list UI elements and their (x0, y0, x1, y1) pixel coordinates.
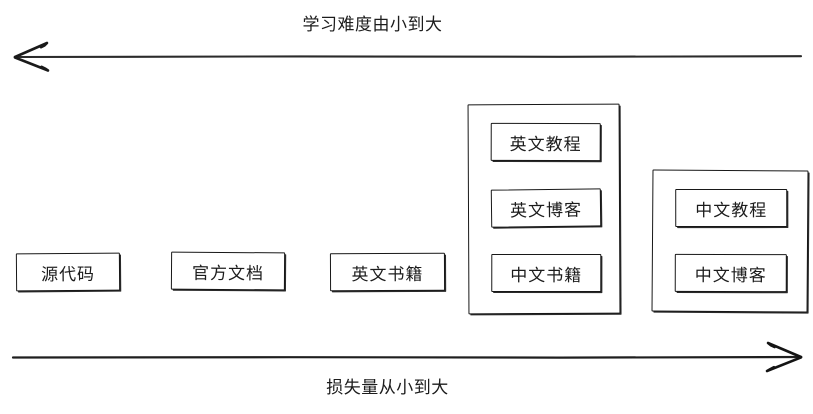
top-axis-label: 学习难度由小到大 (302, 15, 443, 35)
node-source-code[interactable]: 源代码 (15, 252, 121, 292)
node-label: 英文博客 (509, 200, 583, 221)
difficulty-axis-arrow (13, 41, 803, 72)
node-label: 英文教程 (509, 134, 582, 155)
node-english-books[interactable]: 英文书籍 (329, 252, 446, 292)
node-chinese-tutorial[interactable]: 中文教程 (675, 188, 788, 228)
node-chinese-books[interactable]: 中文书籍 (491, 253, 602, 293)
loss-axis-arrow (11, 341, 803, 373)
group-english-materials: 英文教程 英文博客 中文书籍 (467, 103, 621, 315)
node-label: 源代码 (40, 264, 96, 285)
bottom-axis-label: 损失量从小到大 (326, 378, 449, 398)
node-english-blog[interactable]: 英文博客 (490, 188, 602, 228)
node-english-tutorial[interactable]: 英文教程 (490, 122, 601, 162)
node-official-docs[interactable]: 官方文档 (170, 251, 286, 291)
node-label: 中文书籍 (510, 265, 583, 286)
node-label: 官方文档 (191, 263, 265, 284)
node-label: 中文博客 (694, 265, 767, 286)
group-chinese-materials: 中文教程 中文博客 (651, 169, 809, 313)
node-chinese-blog[interactable]: 中文博客 (674, 253, 787, 293)
node-label: 中文教程 (695, 200, 768, 221)
node-label: 英文书籍 (351, 264, 424, 285)
